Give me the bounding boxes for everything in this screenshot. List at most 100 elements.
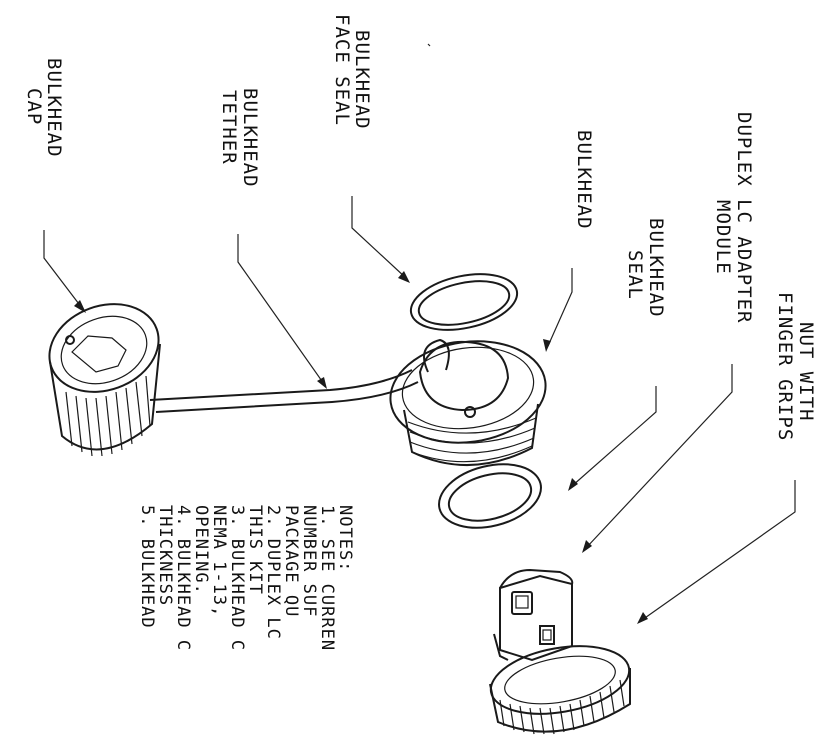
bulkhead-cap-part [48,303,161,457]
arrowhead-bulkhead-seal [568,478,578,491]
label-bulkhead: BULKHEAD [573,130,595,230]
adapter-port-inner [515,595,529,609]
svg-text:THIS KIT: THIS KIT [245,505,265,595]
bulkhead-boss [418,340,510,412]
bulkhead-tether-part [149,369,419,413]
cap-side-wall [49,343,161,451]
svg-text:THICKNESS: THICKNESS [155,505,175,606]
bulkhead-latch-pin [464,406,476,418]
adapter-latch-inner [542,629,552,641]
svg-text:BULKHEAD: BULKHEAD [239,88,261,188]
note-line-9: 4. BULKHEAD C [173,505,193,651]
arrowhead-nut-with-finger-grips [637,612,648,624]
leader-bulkhead-face-seal [351,196,407,279]
label-nut-with-finger-grips: NUT WITH FINGER GRIPS [774,292,817,441]
note-line-3: PACKAGE QU [281,505,301,617]
leader-bulkhead-cap [43,230,83,309]
tether-strap-lower [155,381,419,413]
svg-text:BULKHEAD: BULKHEAD [43,58,65,158]
note-line-2: NUMBER SUF [299,505,319,617]
adapter-port [511,591,533,615]
adapter-top-face [499,568,574,589]
svg-text:2. DUPLEX LC: 2. DUPLEX LC [263,505,283,640]
bulkhead-seal-inner [447,472,533,522]
label-nut-with-finger-grips-line1: NUT WITH [795,322,817,422]
arrowhead-bulkhead [543,339,551,352]
label-bulkhead-face-seal: BULKHEAD FACE SEAL [331,14,373,130]
notes-heading: NOTES: [335,505,355,572]
label-bulkhead-seal: BULKHEAD SEAL [624,218,667,318]
svg-text:NEMA 1-13,: NEMA 1-13, [209,505,229,617]
arrowhead-bulkhead-cap [74,300,86,313]
label-bulkhead-tether-line2: TETHER [218,90,240,165]
leader-bulkhead-seal [571,386,657,487]
svg-text:MODULE: MODULE [712,200,734,275]
svg-text:BULKHEAD: BULKHEAD [645,218,667,318]
tether-strap-upper [149,369,413,401]
leader-duplex-lc-adapter [585,364,733,549]
bulkhead-face-seal-part [409,273,519,331]
label-bulkhead-seal-line1: BULKHEAD [645,218,667,318]
label-bulkhead-tether: BULKHEAD TETHER [218,88,261,188]
nut-side-wall [489,668,631,733]
svg-text:FINGER GRIPS: FINGER GRIPS [774,292,796,441]
svg-text:4. BULKHEAD C: 4. BULKHEAD C [173,505,193,651]
svg-text:PACKAGE QU: PACKAGE QU [281,505,301,617]
bulkhead-part [389,338,547,466]
cap-hole [65,335,75,345]
leader-nut-with-finger-grips [641,480,796,621]
face-seal-inner [417,280,511,326]
label-bulkhead-seal-line2: SEAL [624,250,646,300]
duplex-lc-adapter-part [493,568,574,662]
svg-text:BULKHEAD: BULKHEAD [573,130,595,230]
svg-text:DUPLEX LC ADAPTER: DUPLEX LC ADAPTER [733,112,755,323]
label-duplex-lc-adapter-module-line1: DUPLEX LC ADAPTER [733,112,755,323]
note-line-11: 5. BULKHEAD [137,505,157,629]
svg-text:BULKHEAD: BULKHEAD [351,30,373,130]
nut-with-finger-grips-part [489,645,631,735]
note-line-6: 3. BULKHEAD C [227,505,247,651]
svg-text:SEAL: SEAL [624,250,646,300]
label-bulkhead-face-seal-line2: FACE SEAL [331,14,353,126]
leader-bulkhead [547,268,573,347]
note-line-4: 2. DUPLEX LC [263,505,283,640]
note-line-8: OPENING. [191,505,211,595]
label-bulkhead-face-seal-line1: BULKHEAD [351,30,373,130]
note-line-7: NEMA 1-13, [209,505,229,617]
label-duplex-lc-adapter-module-line2: MODULE [712,200,734,275]
arrowhead-bulkhead-face-seal [398,271,410,283]
bulkhead-seal-part [438,463,542,529]
svg-text:NUMBER SUF: NUMBER SUF [299,505,319,617]
adapter-tab [493,633,509,661]
svg-text:CAP: CAP [23,88,45,125]
svg-text:5. BULKHEAD: 5. BULKHEAD [137,505,157,629]
cap-inner-detail [71,335,127,373]
note-line-5: THIS KIT [245,505,265,595]
bulkhead-seal-outer [438,463,542,529]
label-bulkhead-tether-line1: BULKHEAD [239,88,261,188]
bulkhead-latch [423,338,450,373]
svg-text:NUT WITH: NUT WITH [795,322,817,422]
label-bulkhead-line1: BULKHEAD [573,130,595,230]
bulkhead-threads [407,417,537,463]
nut-grip-ridges [499,679,625,735]
label-bulkhead-cap: BULKHEAD CAP [23,58,65,158]
leader-bulkhead-tether [237,234,325,385]
label-duplex-lc-adapter-module: DUPLEX LC ADAPTER MODULE [712,112,755,323]
note-line-1: 1. SEE CURREN [317,505,337,651]
svg-text:NOTES:: NOTES: [335,505,355,572]
bulkhead-flange-inner [401,346,535,430]
svg-text:FACE SEAL: FACE SEAL [331,14,353,126]
dimension-tick [427,43,431,47]
nut-inner-rim [504,655,616,705]
leader-lines [43,43,796,624]
face-seal-outer [409,273,519,331]
label-bulkhead-cap-line1: BULKHEAD [43,58,65,158]
cap-top-rim [48,303,160,393]
adapter-latch [539,625,555,645]
arrowhead-duplex-lc-adapter [582,540,592,553]
svg-text:3. BULKHEAD C: 3. BULKHEAD C [227,505,247,651]
cap-inner-rim [60,315,148,385]
svg-text:TETHER: TETHER [218,90,240,165]
